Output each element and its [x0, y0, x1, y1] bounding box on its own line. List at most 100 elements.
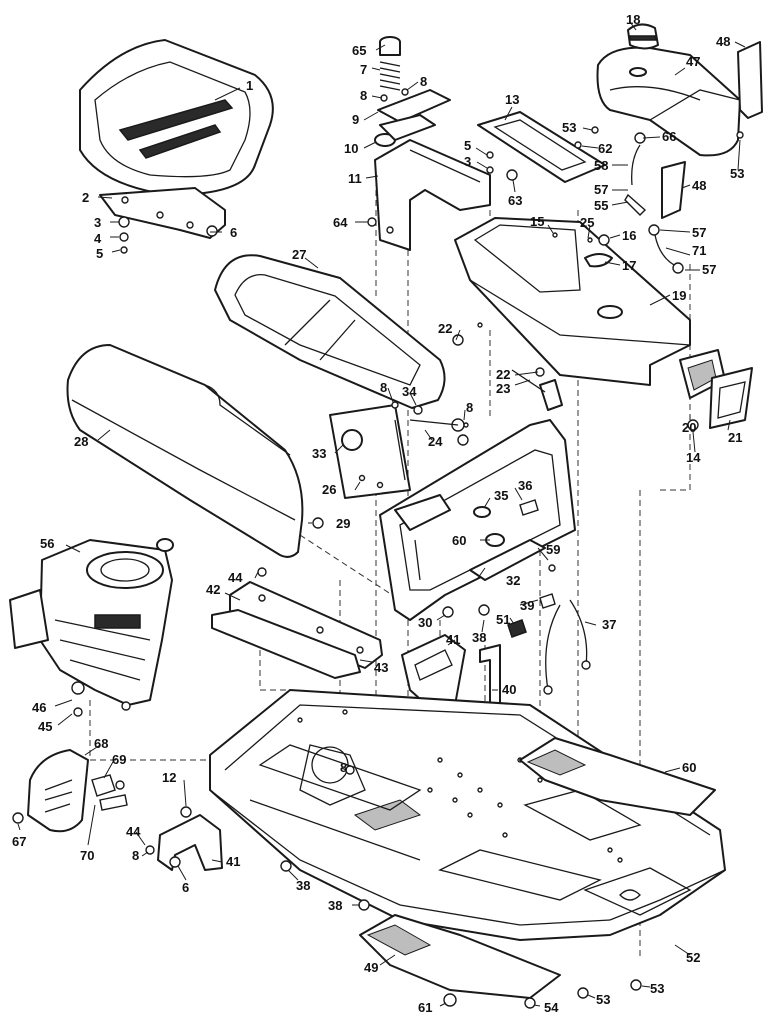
callout-25: 25	[580, 215, 594, 230]
callout-54: 54	[544, 1000, 559, 1015]
cable	[543, 599, 591, 695]
callout-15: 15	[530, 214, 544, 229]
callout-55: 55	[594, 198, 608, 213]
callout-59: 59	[546, 542, 560, 557]
tank-strap	[661, 41, 763, 219]
side-grille	[679, 349, 753, 429]
callout-24: 24	[428, 434, 443, 449]
callout-30: 30	[418, 615, 432, 630]
callout-38: 38	[328, 898, 342, 913]
callout-44: 44	[228, 570, 243, 585]
callout-60: 60	[452, 533, 466, 548]
callout-8: 8	[132, 848, 139, 863]
callout-7: 7	[360, 62, 367, 77]
callout-6: 6	[230, 225, 237, 240]
callout-3: 3	[94, 215, 101, 230]
callout-12: 12	[162, 770, 176, 785]
callout-2: 2	[82, 190, 89, 205]
callout-8: 8	[340, 760, 347, 775]
callout-20: 20	[682, 420, 696, 435]
callout-38: 38	[296, 878, 310, 893]
callout-49: 49	[364, 960, 378, 975]
callout-17: 17	[622, 258, 636, 273]
muffler	[12, 749, 128, 833]
callout-39: 39	[520, 598, 534, 613]
callout-28: 28	[74, 434, 88, 449]
main-frame	[209, 689, 726, 941]
callout-45: 45	[38, 719, 52, 734]
callout-51: 51	[496, 612, 510, 627]
callout-4: 4	[94, 231, 102, 246]
callout-8: 8	[360, 88, 367, 103]
callout-34: 34	[402, 384, 417, 399]
callout-41: 41	[226, 854, 240, 869]
callout-26: 26	[322, 482, 336, 497]
callout-56: 56	[40, 536, 54, 551]
hardware-fasteners	[115, 88, 744, 1009]
pedal-bracket	[145, 806, 223, 871]
callout-44: 44	[126, 824, 141, 839]
footrest-left	[359, 914, 561, 999]
callout-14: 14	[686, 450, 701, 465]
callout-68: 68	[94, 736, 108, 751]
throttle-lever	[409, 369, 563, 432]
callout-58: 58	[594, 158, 608, 173]
callout-62: 62	[598, 141, 612, 156]
callout-38: 38	[472, 630, 486, 645]
callout-66: 66	[662, 129, 676, 144]
callout-71: 71	[692, 243, 706, 258]
callout-41: 41	[446, 632, 460, 647]
callout-64: 64	[333, 215, 348, 230]
callout-32: 32	[506, 573, 520, 588]
callout-48: 48	[716, 34, 730, 49]
callout-53: 53	[730, 166, 744, 181]
callout-43: 43	[374, 660, 388, 675]
callout-8: 8	[466, 400, 473, 415]
callout-5: 5	[464, 138, 471, 153]
dash-console	[454, 217, 691, 386]
callout-53: 53	[562, 120, 576, 135]
leader-lines	[17, 21, 746, 1007]
small-clips	[507, 593, 556, 638]
seat-pan-bracket	[99, 187, 226, 239]
callout-18: 18	[626, 12, 640, 27]
callout-labels: 1 2 3 4 5 6 65 7 8 8 9 10 11 64 5 3 63 1…	[12, 12, 744, 1015]
callout-5: 5	[96, 246, 103, 261]
mounting-plate	[477, 111, 606, 183]
callout-36: 36	[518, 478, 532, 493]
callout-19: 19	[672, 288, 686, 303]
callout-16: 16	[622, 228, 636, 243]
callout-13: 13	[505, 92, 519, 107]
callout-8: 8	[380, 380, 387, 395]
callout-53: 53	[596, 992, 610, 1007]
callout-63: 63	[508, 193, 522, 208]
callout-70: 70	[80, 848, 94, 863]
callout-21: 21	[728, 430, 742, 445]
callout-22: 22	[438, 321, 452, 336]
callout-60: 60	[682, 760, 696, 775]
hood-frame	[214, 254, 446, 409]
fuel-tank	[596, 23, 741, 157]
callout-40: 40	[502, 682, 516, 697]
callout-61: 61	[418, 1000, 432, 1015]
callout-53: 53	[650, 981, 664, 996]
engine	[9, 538, 174, 717]
callout-23: 23	[496, 381, 510, 396]
callout-57: 57	[594, 182, 608, 197]
fuel-line	[624, 132, 684, 274]
callout-48: 48	[692, 178, 706, 193]
callout-29: 29	[336, 516, 350, 531]
seat-support-bracket	[374, 139, 491, 251]
seat-spring-assembly	[374, 36, 451, 147]
callout-11: 11	[348, 171, 362, 186]
callout-9: 9	[352, 112, 359, 127]
seat	[79, 39, 274, 196]
hood-bracket-plate	[329, 404, 411, 499]
callout-35: 35	[494, 488, 508, 503]
callout-46: 46	[32, 700, 46, 715]
callout-8: 8	[420, 74, 427, 89]
footrest-right	[519, 737, 716, 816]
callout-57: 57	[702, 262, 716, 277]
callout-22: 22	[496, 367, 510, 382]
callout-69: 69	[112, 752, 126, 767]
